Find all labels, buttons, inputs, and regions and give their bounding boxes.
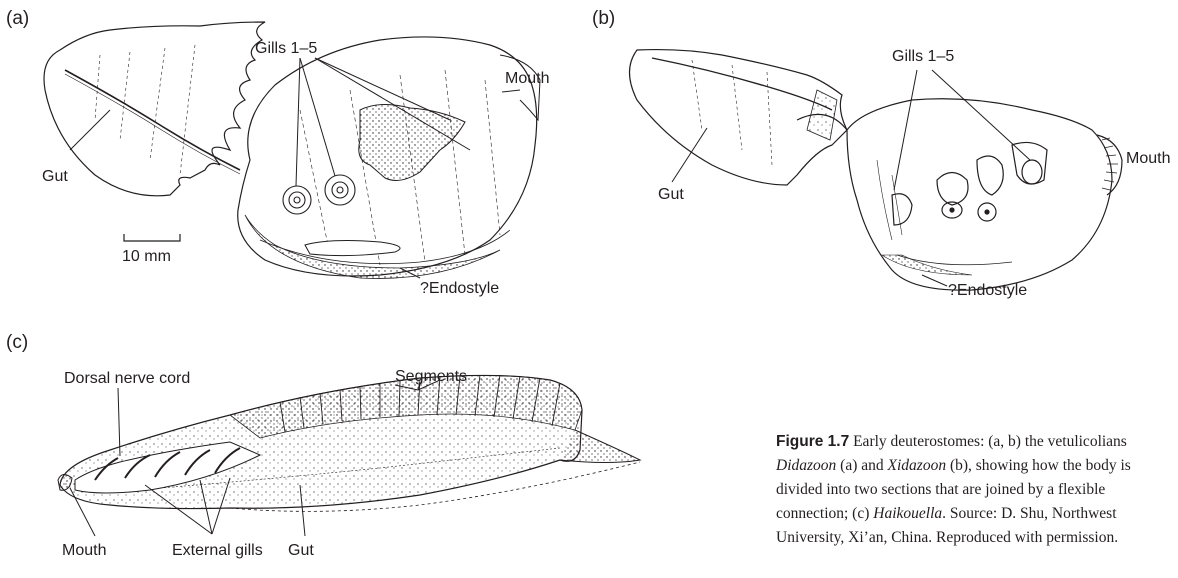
panel-c-label: (c) [6, 332, 28, 354]
label-nerve-cord: Dorsal nerve cord [64, 370, 190, 388]
label-scale-a: 10 mm [122, 248, 171, 266]
label-endostyle-a: ?Endostyle [420, 280, 499, 298]
anterior-body-b [847, 99, 1112, 290]
label-mouth-a: Mouth [505, 70, 549, 88]
label-mouth-b: Mouth [1126, 150, 1170, 168]
figure-number: Figure 1.7 [776, 433, 849, 450]
figure-caption: Figure 1.7 Early deuterostomes: (a, b) t… [776, 430, 1176, 550]
haikouella-drawing [0, 330, 760, 578]
panel-a: (a) Gills 1–5 Mouth Gut 10 mm ?Endostyle [0, 0, 580, 310]
caption-taxon2: Xidazoon [888, 457, 947, 474]
scale-bar [124, 234, 180, 241]
xidazoon-drawing [592, 0, 1178, 310]
caption-taxon1: Didazoon [776, 457, 836, 474]
label-gills-b: Gills 1–5 [892, 48, 954, 66]
label-endostyle-b: ?Endostyle [948, 282, 1027, 300]
leader-lines-a [70, 58, 520, 278]
caption-part2: (a) and [836, 457, 887, 474]
panel-c: (c) Dorsal nerve cord Segments Mouth Ext… [0, 330, 760, 578]
caption-taxon3: Haikouella [873, 505, 942, 522]
label-gut-b: Gut [658, 186, 684, 204]
panel-b: (b) Gills 1–5 Mouth Gut ?Endostyle [592, 0, 1178, 310]
label-external-gills: External gills [172, 542, 263, 560]
label-mouth-c: Mouth [62, 542, 106, 560]
panel-b-label: (b) [592, 8, 615, 30]
panel-a-label: (a) [6, 8, 29, 30]
label-gills-a: Gills 1–5 [255, 40, 317, 58]
caption-part1: Early deuterostomes: (a, b) the vetulico… [849, 433, 1127, 450]
label-gut-c: Gut [288, 542, 314, 560]
gill-rings [283, 175, 355, 214]
label-segments: Segments [395, 368, 467, 386]
label-gut-a: Gut [42, 168, 68, 186]
